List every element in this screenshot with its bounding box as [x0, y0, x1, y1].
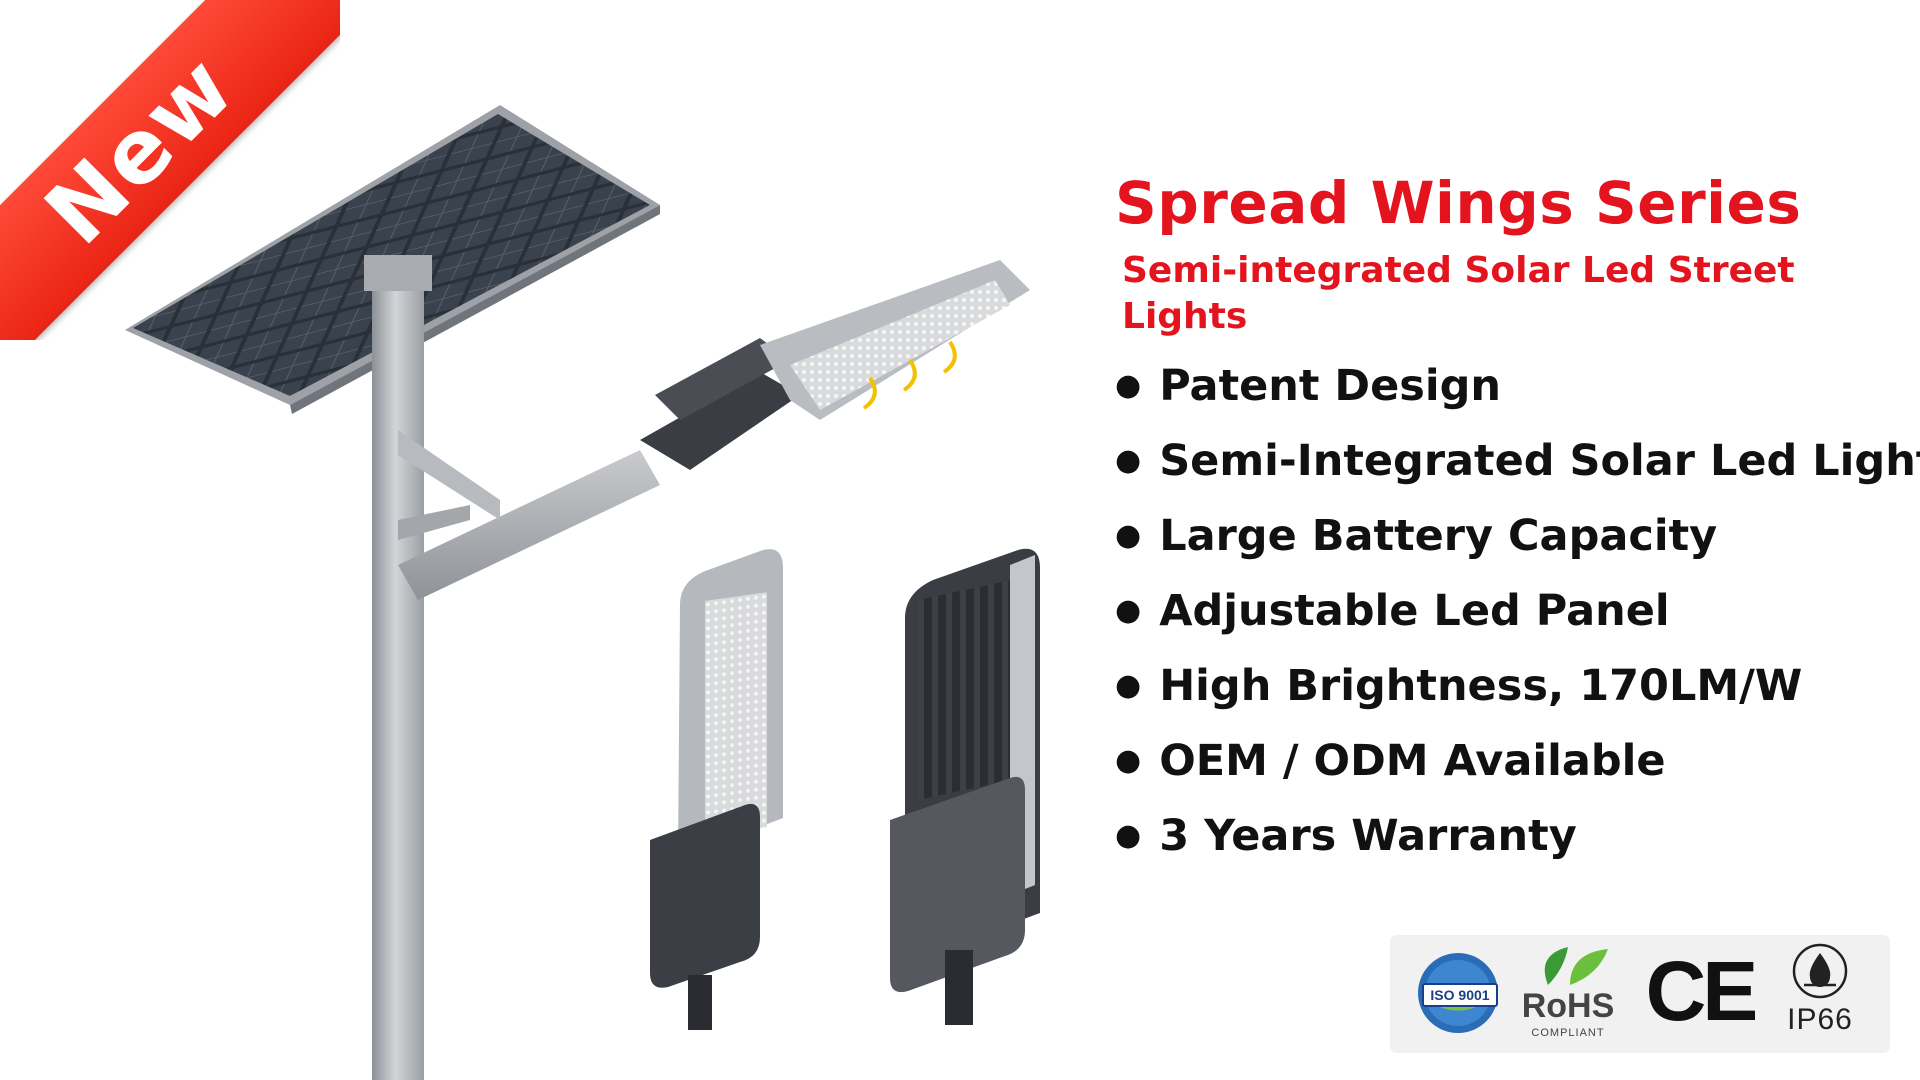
ce-mark: CE	[1645, 935, 1759, 1053]
feature-item: ● 3 Years Warranty	[1115, 798, 1920, 873]
feature-item: ● Semi-Integrated Solar Led Light	[1115, 423, 1920, 498]
bullet-icon: ●	[1115, 743, 1142, 778]
new-badge-label: New	[0, 0, 340, 340]
feature-text: 3 Years Warranty	[1159, 810, 1577, 861]
ip66-waterproof-icon: IP66	[1770, 935, 1870, 1053]
bullet-icon: ●	[1115, 518, 1142, 553]
led-module-back-image	[890, 548, 1040, 1025]
feature-text: Patent Design	[1159, 360, 1502, 411]
certification-bar: ISO 9001 RoHS COMPLIANT CE IP66	[1390, 935, 1890, 1053]
feature-text: High Brightness, 170LM/W	[1159, 660, 1803, 711]
page-title: Spread Wings Series	[1115, 169, 1802, 237]
iso-label: ISO 9001	[1422, 983, 1498, 1007]
ip-label: IP66	[1787, 1003, 1853, 1036]
feature-item: ● Patent Design	[1115, 348, 1920, 423]
feature-item: ● High Brightness, 170LM/W	[1115, 648, 1920, 723]
bullet-icon: ●	[1115, 668, 1142, 703]
feature-item: ● Adjustable Led Panel	[1115, 573, 1920, 648]
feature-text: Adjustable Led Panel	[1159, 585, 1670, 636]
page-subtitle: Semi-integrated Solar Led Street Lights	[1122, 250, 1795, 337]
ce-text: CE	[1645, 944, 1759, 1038]
feature-item: ● OEM / ODM Available	[1115, 723, 1920, 798]
rohs-subtext: COMPLIANT	[1531, 1027, 1605, 1039]
solar-street-light-image	[125, 105, 1030, 1080]
bullet-icon: ●	[1115, 818, 1142, 853]
feature-text: Semi-Integrated Solar Led Light	[1159, 435, 1920, 486]
leaf-icon	[1544, 947, 1608, 985]
product-illustration	[125, 105, 1040, 1080]
bullet-icon: ●	[1115, 443, 1142, 478]
feature-text: OEM / ODM Available	[1159, 735, 1666, 786]
iso-9001-logo: ISO 9001	[1408, 935, 1508, 1053]
new-badge-ribbon: New	[0, 0, 340, 340]
led-module-front-image	[650, 549, 783, 1030]
feature-text: Large Battery Capacity	[1159, 510, 1718, 561]
rohs-logo: RoHS COMPLIANT	[1518, 935, 1618, 1053]
bullet-icon: ●	[1115, 593, 1142, 628]
feature-item: ● Large Battery Capacity	[1115, 498, 1920, 573]
rohs-text: RoHS	[1521, 987, 1615, 1025]
bullet-icon: ●	[1115, 368, 1142, 403]
water-drop-icon	[1792, 943, 1848, 999]
feature-list: ● Patent Design ● Semi-Integrated Solar Le…	[1115, 348, 1920, 873]
